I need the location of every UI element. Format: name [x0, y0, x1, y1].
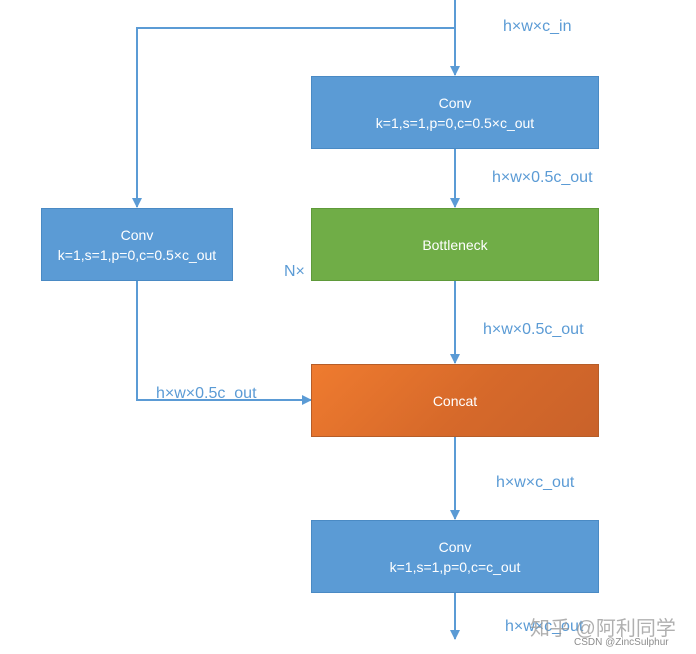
- concat-node: Concat: [311, 364, 599, 437]
- conv-bottom-params: k=1,s=1,p=0,c=c_out: [389, 558, 521, 575]
- left-branch-arrow: [132, 27, 455, 208]
- conv-left-params: k=1,s=1,p=0,c=0.5×c_out: [57, 246, 217, 263]
- conv-bottom-title: Conv: [438, 538, 472, 555]
- watermark-main: 知乎 @阿利同学: [530, 618, 676, 640]
- concat-title: Concat: [432, 392, 478, 409]
- conv-left-title: Conv: [120, 226, 154, 243]
- bottleneck-node: Bottleneck: [311, 208, 599, 281]
- conv-left-node: Conv k=1,s=1,p=0,c=0.5×c_out: [41, 208, 233, 281]
- conv-top-title: Conv: [438, 94, 472, 111]
- watermark-sub: CSDN @ZincSulphur: [574, 637, 669, 648]
- conv-bottom-node: Conv k=1,s=1,p=0,c=c_out: [311, 520, 599, 593]
- final-output-label: h×w×c_out: [505, 618, 584, 635]
- conv-top-output-label: h×w×0.5c_out: [492, 169, 593, 186]
- conv-top-node: Conv k=1,s=1,p=0,c=0.5×c_out: [311, 76, 599, 149]
- bottleneck-repeat-label: N×: [284, 263, 305, 280]
- bottleneck-title: Bottleneck: [422, 236, 488, 253]
- bottleneck-output-label: h×w×0.5c_out: [483, 321, 584, 338]
- left-branch-to-concat-arrow: [136, 281, 312, 405]
- conv-top-params: k=1,s=1,p=0,c=0.5×c_out: [375, 114, 535, 131]
- concat-output-label: h×w×c_out: [496, 474, 575, 491]
- input-shape-label: h×w×c_in: [503, 18, 572, 35]
- left-branch-label: h×w×0.5c_out: [156, 385, 257, 402]
